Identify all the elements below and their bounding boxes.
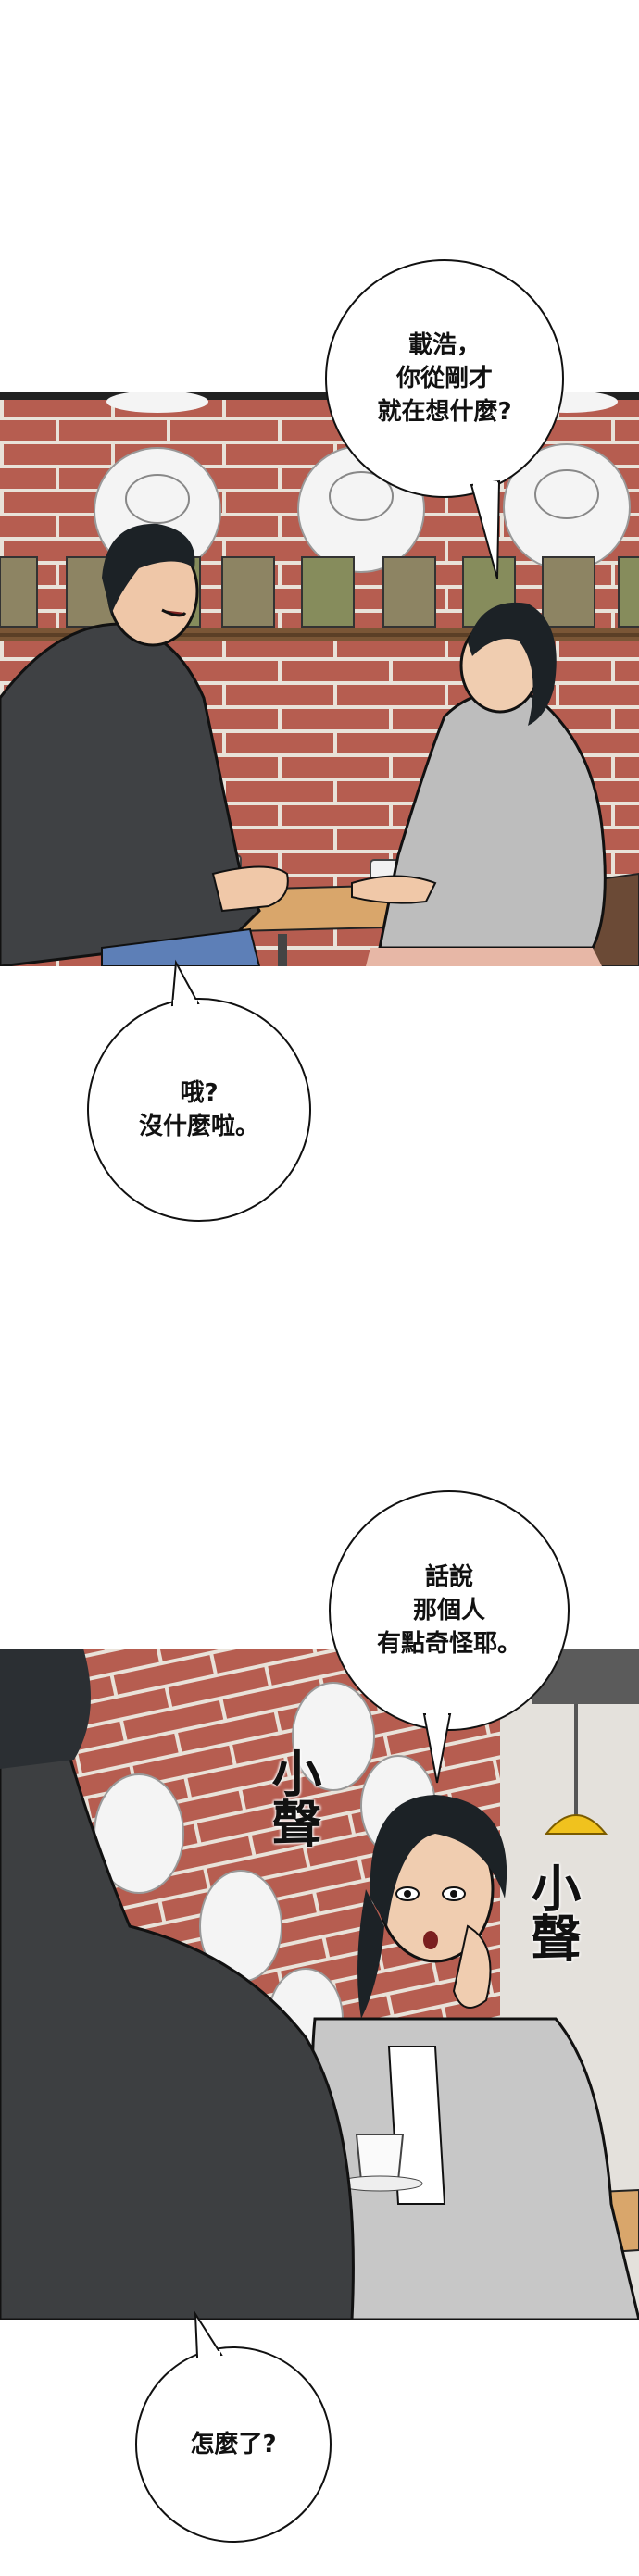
- speech-bubble-1-tail: [470, 479, 501, 579]
- whisper-sfx-left: 小聲: [263, 1748, 321, 1848]
- speech-bubble-4-text: 怎麼了?: [190, 2431, 277, 2458]
- woman-closeup: [311, 1795, 639, 2320]
- speech-bubble-1: 載浩， 你從剛才 就在想什麼?: [325, 259, 564, 498]
- man-figure: [0, 523, 289, 966]
- man-back-foreground: [0, 1649, 355, 2320]
- speech-bubble-1-text: 載浩， 你從剛才 就在想什麼?: [377, 331, 512, 426]
- speech-bubble-3-text: 話說 那個人 有點奇怪耶。: [376, 1563, 521, 1658]
- speech-bubble-4-tail: [194, 2310, 223, 2360]
- woman-figure: [351, 602, 607, 966]
- speech-bubble-3: 話說 那個人 有點奇怪耶。: [329, 1490, 570, 1731]
- cafe-panel-closeup: [0, 1649, 639, 2320]
- speech-bubble-3-tail: [422, 1712, 452, 1784]
- speech-bubble-4: 怎麼了?: [135, 2346, 332, 2543]
- closeup-illustration: [0, 1649, 639, 2320]
- whisper-sfx-right: 小聲: [522, 1862, 581, 1962]
- speech-bubble-2-text: 哦? 沒什麼啦。: [138, 1079, 259, 1140]
- speech-bubble-2-tail: [170, 959, 200, 1009]
- cafe-panel-wide: [0, 392, 639, 966]
- hanging-lamp: [544, 1704, 608, 1835]
- cafe-scene-illustration: [0, 392, 639, 966]
- wall-plates-closeup: [94, 1682, 436, 2070]
- speech-bubble-2: 哦? 沒什麼啦。: [87, 998, 311, 1222]
